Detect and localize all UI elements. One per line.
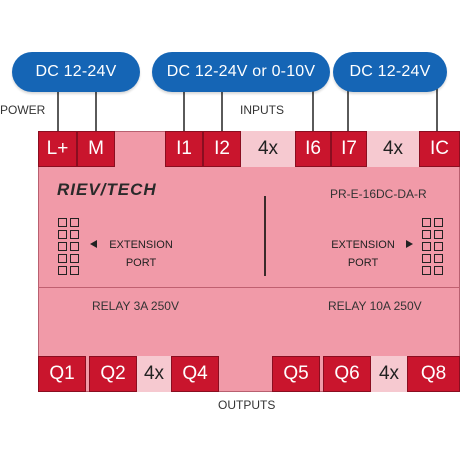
terminal-gap-inputs-2: 4x bbox=[367, 131, 419, 167]
terminal-gap-inputs-1: 4x bbox=[241, 131, 295, 167]
relay-rating-right: RELAY 10A 250V bbox=[328, 299, 422, 313]
brand-logo: RIEV/TECH bbox=[57, 180, 157, 199]
terminal-m: M bbox=[77, 131, 115, 167]
module-section-divider bbox=[38, 287, 460, 288]
extension-port-left-line2: PORT bbox=[125, 257, 157, 269]
inputs-label: INPUTS bbox=[240, 103, 285, 117]
extension-port-right-label: EXTENSION PORT bbox=[326, 236, 400, 272]
power-label: POWER bbox=[0, 103, 46, 117]
plc-module bbox=[38, 131, 460, 392]
extension-port-left-icon bbox=[58, 218, 79, 275]
extension-port-left-line1: EXTENSION bbox=[109, 239, 173, 251]
terminal-q1: Q1 bbox=[38, 356, 86, 392]
terminal-q5: Q5 bbox=[272, 356, 320, 392]
terminal-gap-outputs-1: 4x bbox=[137, 356, 171, 392]
arrow-right-icon bbox=[406, 240, 413, 248]
module-center-divider bbox=[264, 196, 266, 276]
extension-port-right-line1: EXTENSION bbox=[331, 239, 395, 251]
model-number: PR-E-16DC-DA-R bbox=[330, 187, 427, 201]
input-supply-pill-low: DC 12-24V or 0-10V bbox=[152, 52, 330, 92]
terminal-gap-outputs-2: 4x bbox=[371, 356, 407, 392]
terminal-i2: I2 bbox=[203, 131, 241, 167]
outputs-label: OUTPUTS bbox=[218, 398, 276, 412]
terminal-l-plus: L+ bbox=[38, 131, 77, 167]
extension-port-left-label: EXTENSION PORT bbox=[104, 236, 178, 272]
terminal-i1: I1 bbox=[165, 131, 203, 167]
input-supply-low-label: DC 12-24V or 0-10V bbox=[166, 63, 316, 80]
terminal-i6: I6 bbox=[295, 131, 331, 167]
power-supply-label: DC 12-24V bbox=[35, 63, 117, 80]
terminal-q4: Q4 bbox=[171, 356, 219, 392]
input-supply-high-label: DC 12-24V bbox=[349, 63, 431, 80]
terminal-ic: IC bbox=[419, 131, 460, 167]
terminal-q6: Q6 bbox=[323, 356, 371, 392]
arrow-left-icon bbox=[90, 240, 97, 248]
input-supply-pill-high: DC 12-24V bbox=[333, 52, 447, 92]
terminal-i7: I7 bbox=[331, 131, 367, 167]
terminal-q8: Q8 bbox=[407, 356, 460, 392]
extension-port-right-line2: PORT bbox=[347, 257, 379, 269]
extension-port-right-icon bbox=[422, 218, 443, 275]
power-supply-pill: DC 12-24V bbox=[12, 52, 140, 92]
relay-rating-left: RELAY 3A 250V bbox=[92, 299, 179, 313]
terminal-q2: Q2 bbox=[89, 356, 137, 392]
